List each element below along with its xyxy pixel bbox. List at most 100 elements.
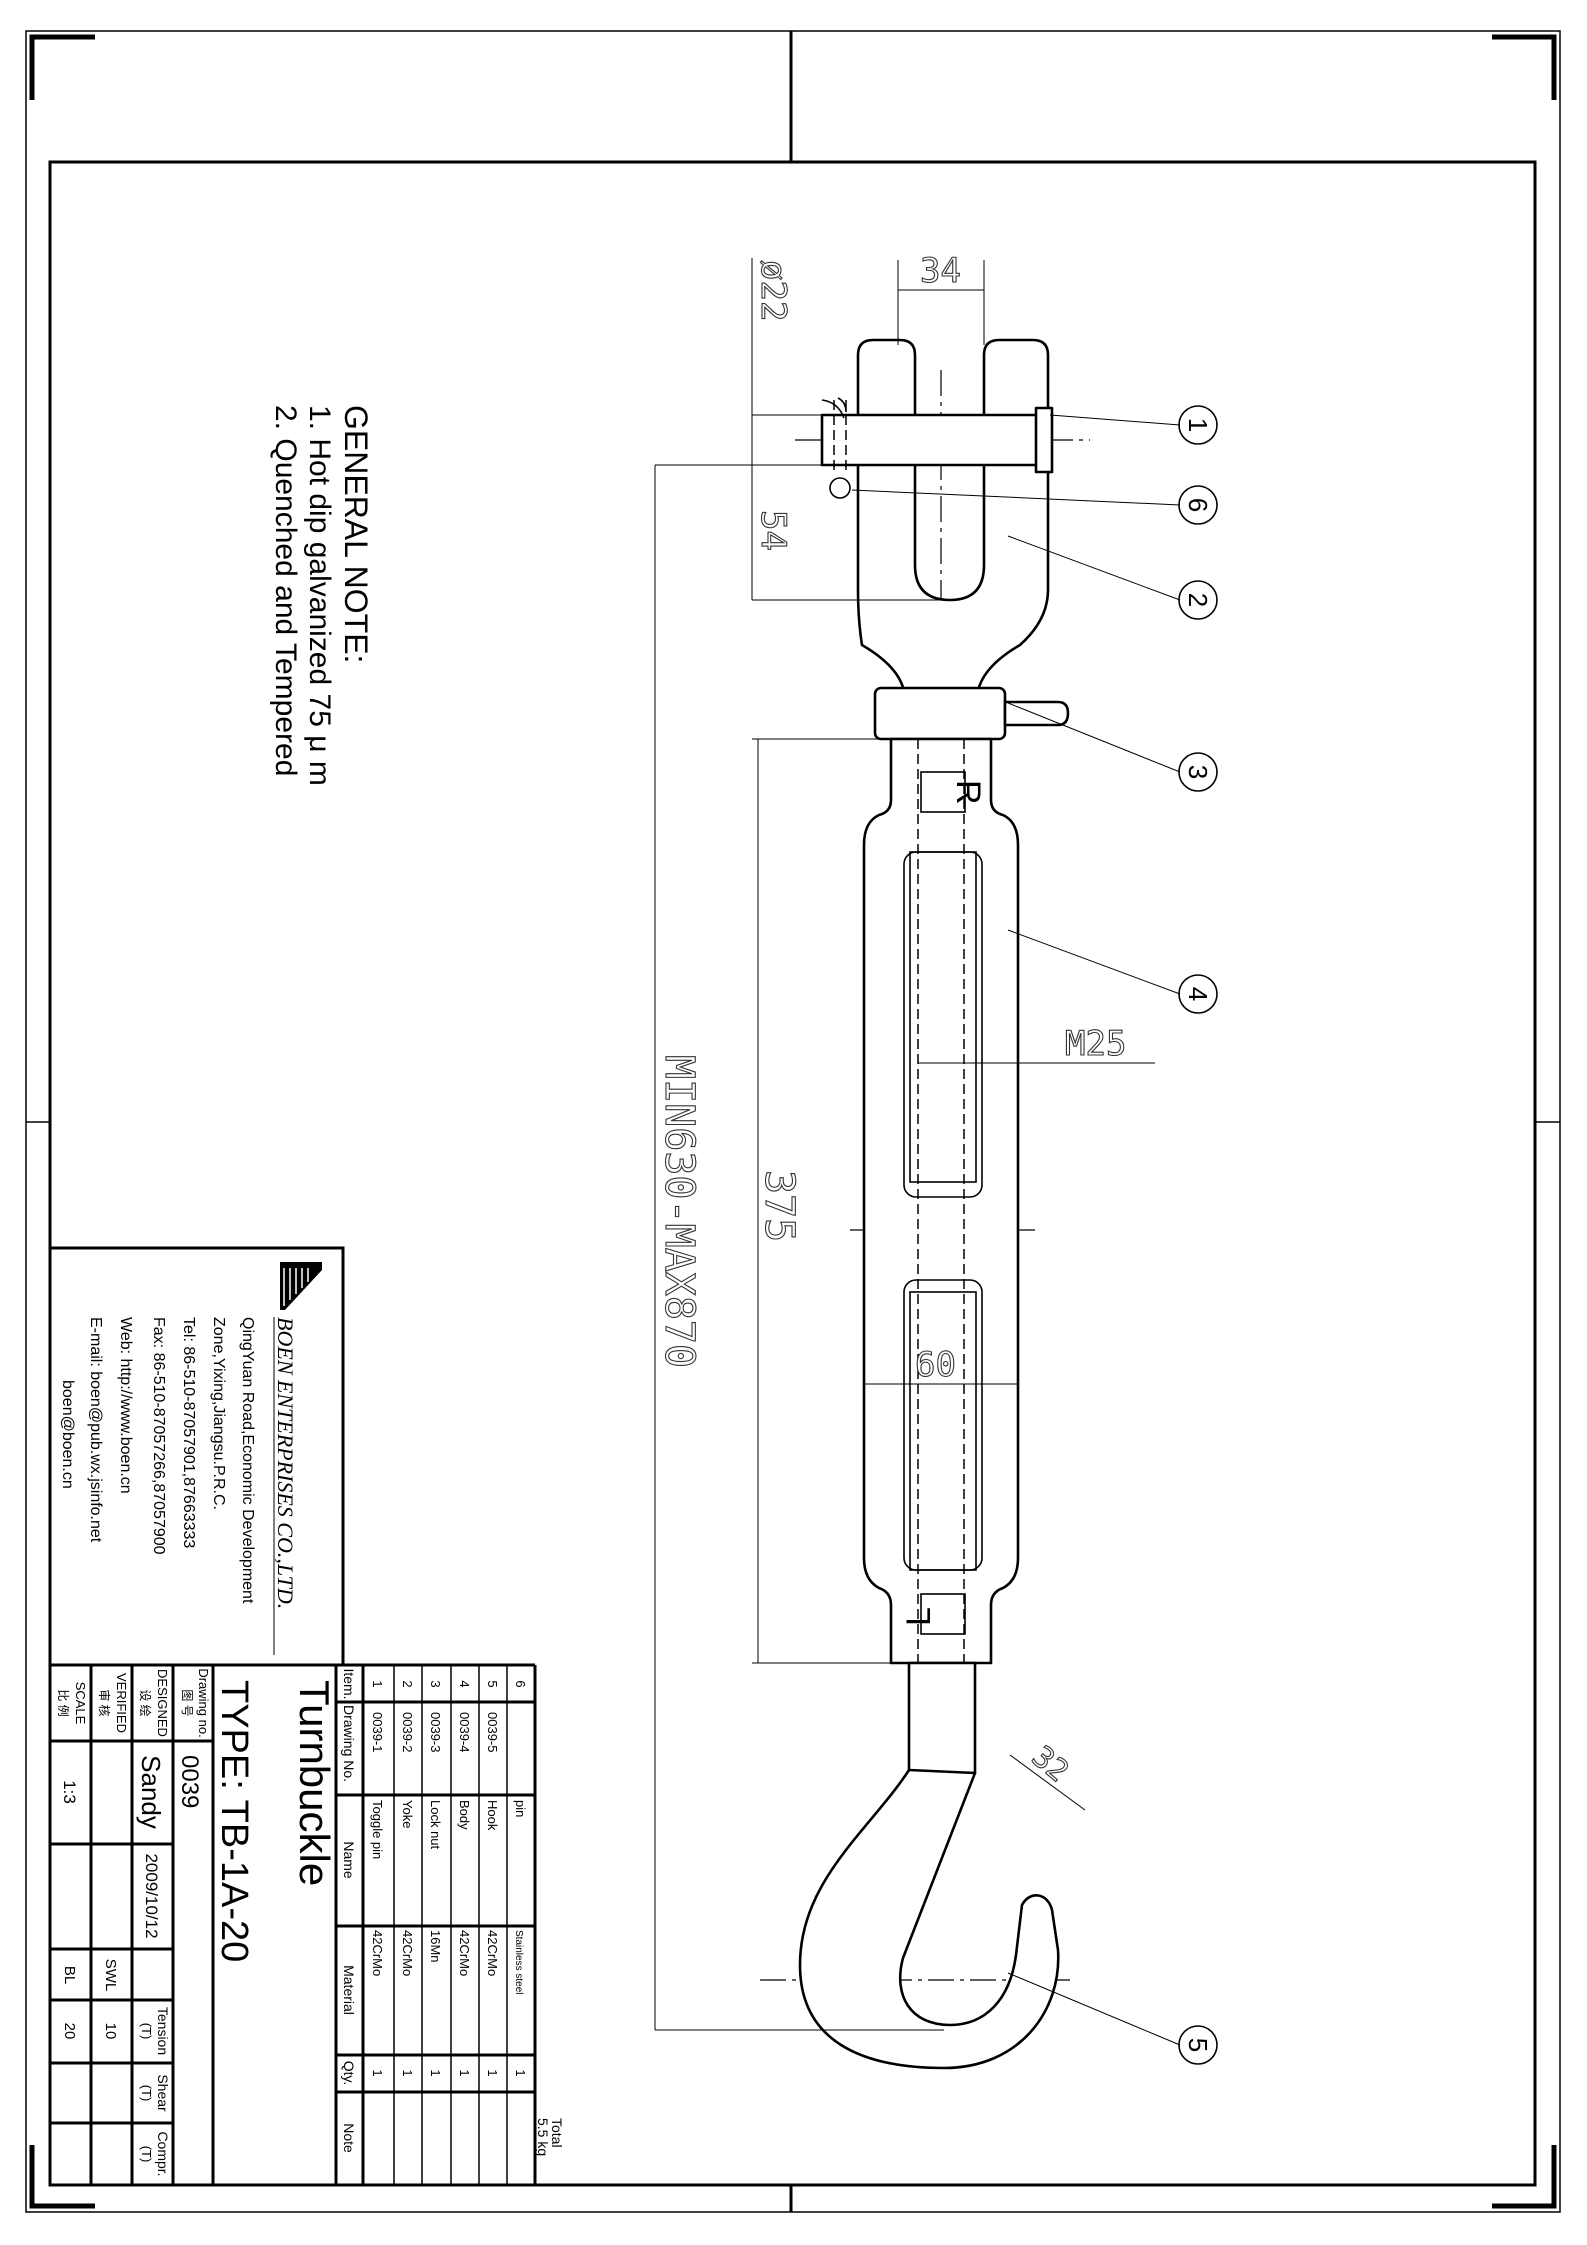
swl-tension: 10 <box>102 2023 119 2040</box>
cell-item: 2 <box>400 1680 415 1687</box>
sheet-frame <box>25 30 1561 2213</box>
balloon-5-label: 5 <box>1183 2038 1213 2052</box>
cell-name: Toggle pin <box>370 1800 385 1859</box>
company-info-box: BOEN ENTERPRISES CO.,LTD. QingYuan Road,… <box>50 1246 345 1665</box>
note-item: 2. Quenched and Tempered <box>269 405 302 776</box>
dim-hook-throat: 32 <box>1025 1739 1075 1789</box>
balloon-6-label: 6 <box>1183 498 1213 512</box>
cell-item: 4 <box>457 1680 472 1687</box>
cell-qty: 1 <box>400 2069 415 2076</box>
bl-tension: 20 <box>61 2023 78 2040</box>
company-address-1: QingYuan Road,Economic Development <box>239 1317 256 1604</box>
header-drawing-no: Drawing No. <box>341 1705 357 1782</box>
cell-qty: 1 <box>485 2069 500 2076</box>
scale-label: SCALE <box>73 1682 88 1725</box>
cell-qty: 1 <box>457 2069 472 2076</box>
balloon-1 <box>1178 405 1218 445</box>
balloon-2-label: 2 <box>1183 593 1213 607</box>
cell-drawing-no: 0039-5 <box>485 1712 500 1752</box>
cell-material: 16Mn <box>428 1930 443 1963</box>
cell-qty: 1 <box>370 2069 385 2076</box>
cell-qty: 1 <box>513 2069 528 2076</box>
company-email-2[interactable]: boen@boen.cn <box>59 1380 76 1489</box>
cotter-pin-part <box>821 397 851 499</box>
cell-drawing-no: 0039-4 <box>457 1712 472 1752</box>
designed-label: DESIGNED <box>155 1669 170 1737</box>
cell-material: 42CrMo <box>370 1930 385 1976</box>
header-name: Name <box>341 1841 357 1879</box>
note-item: 1. Hot dip galvanized 75 μ m <box>303 405 336 786</box>
dim-thread: M25 <box>1065 1024 1126 1064</box>
shear-unit: (T) <box>139 2085 154 2102</box>
hook-part <box>798 1768 1060 2070</box>
design-date: 2009/10/12 <box>142 1853 161 1938</box>
cell-item: 3 <box>428 1680 443 1687</box>
scale-label-cn: 比 例 <box>56 1689 70 1716</box>
body-part <box>862 737 1020 1665</box>
notes-title: GENERAL NOTE: <box>338 405 374 663</box>
designed-label-cn: 设 绘 <box>138 1689 153 1716</box>
company-address-2: Zone,Yixing,Jiangsu.P.R.C. <box>210 1317 227 1510</box>
item-balloons: 1 6 2 3 4 5 <box>851 405 1218 2065</box>
cell-name: Yoke <box>400 1800 415 1828</box>
total-label: Total <box>549 2118 565 2148</box>
total-weight: 5.5 kg <box>535 2118 551 2156</box>
balloon-6 <box>1178 485 1218 525</box>
table-row: 5 0039-5 Hook 42CrMo 1 <box>485 1680 500 2076</box>
right-thread-label: R <box>949 780 987 805</box>
drawing-no-value: 0039 <box>176 1755 203 1808</box>
product-type: TYPE: TB-1A-20 <box>213 1680 255 1962</box>
verified-label: VERIFIED <box>114 1673 129 1733</box>
company-email[interactable]: E-mail: boen@pub.wx.jsinfo.net <box>87 1317 104 1543</box>
cell-material: 42CrMo <box>457 1930 472 1976</box>
left-thread-mark <box>920 1593 966 1635</box>
cell-drawing-no: 0039-2 <box>400 1712 415 1752</box>
cell-material: Stainless steel <box>513 1930 524 1994</box>
drawing-no-label: Drawing no. <box>196 1668 211 1737</box>
lock-nut-part <box>873 686 1007 741</box>
balloon-2 <box>1178 580 1218 620</box>
left-thread-label: L <box>900 1607 938 1626</box>
company-web[interactable]: Web: http://www.boen.cn <box>117 1317 134 1494</box>
general-notes: GENERAL NOTE: 1. Hot dip galvanized 75 μ… <box>269 405 374 786</box>
drawing-no-label-cn: 图 号 <box>180 1689 194 1716</box>
table-row: 2 0039-2 Yoke 42CrMo 1 <box>400 1680 415 2076</box>
compr-label: Compr. <box>155 2131 171 2176</box>
dim-jaw-width: 34 <box>920 251 961 291</box>
cell-qty: 1 <box>428 2069 443 2076</box>
cell-name: Hook <box>485 1800 500 1831</box>
verified-label-cn: 审 核 <box>97 1689 112 1716</box>
cell-name: Lock nut <box>428 1800 443 1850</box>
balloon-3 <box>1178 752 1218 792</box>
right-thread-mark <box>920 771 966 813</box>
tension-label: Tension <box>155 2007 171 2055</box>
header-qty: Qty. <box>341 2061 357 2086</box>
company-tel: Tel: 86-510-87057901,87663333 <box>180 1317 197 1548</box>
header-note: Note <box>341 2123 357 2153</box>
toggle-pin-part <box>820 413 1042 467</box>
dim-body-width: 60 <box>915 1345 956 1385</box>
dim-overall-length: MIN630-MAX870 <box>656 1055 702 1368</box>
table-row: 6 pin Stainless steel 1 <box>513 1680 528 2076</box>
cell-drawing-no: 0039-3 <box>428 1712 443 1752</box>
header-material: Material <box>341 1965 357 2015</box>
cell-item: 6 <box>513 1680 528 1687</box>
balloon-1-label: 1 <box>1183 418 1213 432</box>
balloon-3-label: 3 <box>1183 765 1213 779</box>
title-block: Turnbuckle TYPE: TB-1A-20 Drawing no. 图 … <box>50 1663 338 2185</box>
cell-drawing-no: 0039-1 <box>370 1712 385 1752</box>
product-title: Turnbuckle <box>291 1680 338 1886</box>
cell-item: 1 <box>370 1680 385 1687</box>
cell-name: pin <box>513 1800 528 1817</box>
dim-pin-to-yoke: 54 <box>753 510 793 551</box>
cell-item: 5 <box>485 1680 500 1687</box>
bl-label: BL <box>61 1966 78 1984</box>
tension-unit: (T) <box>139 2023 154 2040</box>
shear-label: Shear <box>155 2074 171 2112</box>
cell-name: Body <box>457 1800 472 1830</box>
company-name: BOEN ENTERPRISES CO.,LTD. <box>273 1317 298 1609</box>
swl-label: SWL <box>102 1959 119 1992</box>
company-logo <box>280 1262 322 1310</box>
company-fax: Fax: 86-510-87057266,87057900 <box>150 1317 167 1555</box>
